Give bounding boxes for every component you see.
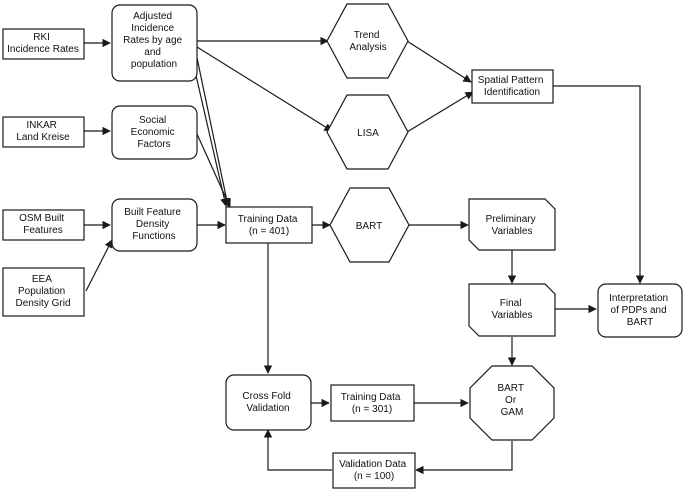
node-rki-label: RKI Incidence Rates — [7, 32, 79, 55]
node-crossfold-box — [225, 374, 312, 431]
node-prelim-document — [468, 198, 556, 251]
edge-adjusted-to-training401-b — [195, 52, 231, 207]
node-bartgam: BART Or GAM — [469, 365, 555, 441]
edge-spatial-to-interp — [553, 85, 645, 284]
node-final-document — [468, 283, 556, 337]
node-training301-label: Training Data (n = 301) — [341, 392, 403, 415]
node-interp: Interpretation of PDPs and BART — [597, 283, 683, 338]
node-bart-label: BART — [356, 221, 383, 232]
node-adjusted-box — [111, 4, 198, 82]
node-final-label: Final Variables — [492, 298, 533, 321]
edge-trend-to-spatial — [406, 40, 472, 83]
node-training401-box — [225, 206, 313, 244]
node-interp-label: Interpretation of PDPs and BART — [609, 293, 671, 328]
node-validation-box — [332, 452, 416, 489]
node-lisa-hexagon — [326, 94, 409, 170]
edge-validation-to-crossfold — [263, 429, 332, 471]
node-adjusted-label: Adjusted Incidence Rates by age and popu… — [123, 11, 185, 70]
edge-lisa-to-spatial — [406, 91, 474, 133]
node-validation-label: Validation Data (n = 100) — [339, 459, 409, 482]
node-prelim: Preliminary Variables — [468, 198, 556, 251]
node-final: Final Variables — [468, 283, 556, 337]
node-social-label: Social Economic Factors — [131, 115, 178, 150]
node-spatial: Spatial Pattern Identification — [471, 69, 554, 104]
node-bart: BART — [329, 187, 410, 263]
node-crossfold-label: Cross Fold Validation — [242, 391, 293, 414]
node-bartgam-label: BART Or GAM — [497, 383, 526, 418]
node-training401: Training Data (n = 401) — [225, 206, 313, 244]
edge-bartgam-to-validation — [415, 441, 513, 475]
node-trend-label: Trend Analysis — [349, 30, 386, 53]
node-rki-box — [2, 28, 85, 60]
node-inkar: INKAR Land Kreise — [2, 116, 85, 148]
node-trend: Trend Analysis — [326, 3, 409, 79]
node-trend-hexagon — [326, 3, 409, 79]
node-social: Social Economic Factors — [111, 105, 198, 160]
edges — [84, 36, 645, 475]
node-training301-box — [330, 384, 415, 422]
node-interp-box — [597, 283, 683, 338]
node-adjusted: Adjusted Incidence Rates by age and popu… — [111, 4, 198, 82]
node-eea-label: EEA Population Density Grid — [15, 274, 70, 309]
node-builtfeat: Built Feature Density Functions — [111, 198, 198, 252]
node-prelim-label: Preliminary Variables — [486, 214, 539, 237]
edge-adjusted-to-lisa — [196, 46, 333, 132]
node-validation: Validation Data (n = 100) — [332, 452, 416, 489]
node-builtfeat-label: Built Feature Density Functions — [124, 207, 183, 242]
edge-social-to-training401 — [196, 133, 231, 208]
edge-adjusted-to-training401-a — [191, 57, 229, 207]
node-inkar-box — [2, 116, 85, 148]
node-osm-label: OSM Built Features — [19, 213, 67, 236]
node-crossfold: Cross Fold Validation — [225, 374, 312, 431]
node-bartgam-octagon — [469, 365, 555, 441]
node-lisa: LISA — [326, 94, 409, 170]
node-osm: OSM Built Features — [2, 209, 85, 241]
node-eea: EEA Population Density Grid — [2, 267, 85, 317]
node-inkar-label: INKAR Land Kreise — [16, 120, 70, 143]
node-lisa-label: LISA — [357, 128, 379, 139]
node-social-box — [111, 105, 198, 160]
node-bart-hexagon — [329, 187, 410, 263]
node-spatial-label: Spatial Pattern Identification — [478, 75, 546, 98]
node-spatial-box — [471, 69, 554, 104]
node-builtfeat-box — [111, 198, 198, 252]
node-osm-box — [2, 209, 85, 241]
edge-eea-to-builtfeat — [85, 239, 113, 292]
node-training401-label: Training Data (n = 401) — [238, 214, 300, 237]
node-eea-box — [2, 267, 85, 317]
node-rki: RKI Incidence Rates — [2, 28, 85, 60]
node-training301: Training Data (n = 301) — [330, 384, 415, 422]
